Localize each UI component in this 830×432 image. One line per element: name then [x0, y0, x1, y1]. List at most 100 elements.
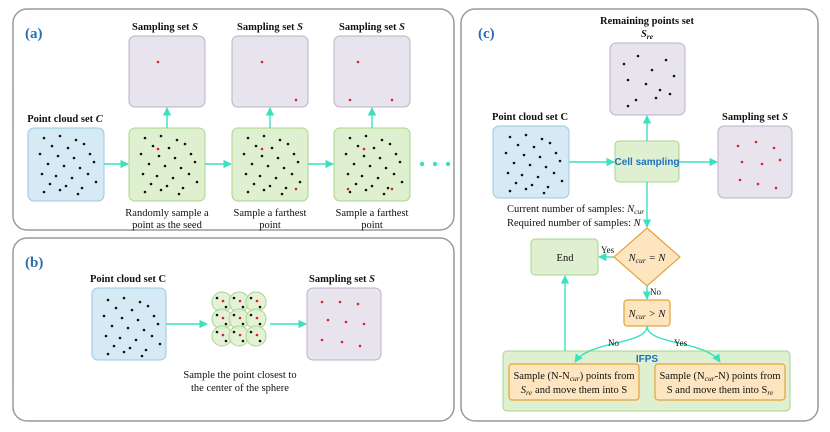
cloud-point [62, 164, 66, 168]
cloud-point [118, 336, 122, 340]
cloud-point [284, 186, 288, 190]
panel-b-caption-2: the center of the sphere [191, 383, 289, 394]
cloud-point [70, 176, 74, 180]
cloud-point [157, 154, 161, 158]
cloud-point [173, 156, 177, 160]
cloud-point [156, 322, 160, 326]
cloud-point [392, 172, 396, 176]
cloud-point [195, 180, 199, 184]
cloud-point [554, 151, 558, 155]
cloud-point [143, 190, 147, 194]
cloud-point [241, 339, 245, 343]
panel-c-required-count: Required number of samples: N [507, 218, 642, 229]
panel-c-sampling-box [717, 125, 793, 199]
cloud-point [538, 155, 542, 159]
sampled-point [738, 178, 742, 182]
sampled-point [320, 338, 324, 342]
cloud-point [290, 172, 294, 176]
cloud-point [122, 350, 126, 354]
cloud-point [155, 174, 159, 178]
cloud-point [42, 190, 46, 194]
cloud-point [258, 322, 262, 326]
panel-c-decision-equal [613, 227, 681, 287]
panel-b-sampling-box [306, 287, 382, 361]
cloud-point [114, 306, 118, 310]
cloud-point [215, 313, 219, 317]
cloud-point [276, 156, 280, 160]
cloud-point [268, 184, 272, 188]
sampled-point [260, 60, 264, 64]
cloud-point [143, 136, 147, 140]
panel-b-id: (b) [25, 255, 43, 271]
cloud-point [360, 174, 364, 178]
panel-c-remaining-label: Remaining points set [600, 16, 694, 27]
sampled-point [774, 186, 778, 190]
panel-c-input-label: Point cloud set C [492, 112, 568, 123]
sampled-point [156, 147, 160, 151]
cloud-point [386, 186, 390, 190]
sampled-point [356, 302, 360, 306]
panel-c-ifps-label: IFPS [636, 354, 659, 365]
cloud-point [147, 162, 151, 166]
cloud-point [134, 338, 138, 342]
panel-a-step3-caption-2: point [361, 220, 383, 231]
cloud-point [258, 305, 262, 309]
sampled-point [760, 162, 764, 166]
sampled-point [736, 144, 740, 148]
cloud-point [292, 152, 296, 156]
sampled-point [756, 182, 760, 186]
cloud-point [38, 152, 42, 156]
cloud-point [262, 134, 266, 138]
sampled-point [358, 344, 362, 348]
cloud-point [260, 154, 264, 158]
cloud-point [388, 142, 392, 146]
cloud-point [356, 144, 360, 148]
cloud-point [378, 156, 382, 160]
panel-a-sampling-box-3 [333, 35, 411, 108]
cloud-point [74, 138, 78, 142]
cloud-point [364, 188, 368, 192]
panel-c-yes-label-1: Yes [601, 245, 615, 255]
cloud-point [50, 144, 54, 148]
cloud-point [548, 141, 552, 145]
cloud-point [394, 152, 398, 156]
cloud-point [110, 324, 114, 328]
panel-b-sampling-label: Sampling set S [309, 274, 375, 285]
remaining-point [668, 92, 672, 96]
panel-c-ifps-right-box [654, 363, 786, 401]
cloud-point [514, 181, 518, 185]
remaining-point [626, 104, 630, 108]
cloud-point [249, 296, 253, 300]
cloud-point [183, 142, 187, 146]
panel-b-caption: Sample the point closest to [183, 370, 296, 381]
cloud-point [250, 162, 254, 166]
cloud-point [520, 173, 524, 177]
cloud-point [506, 171, 510, 175]
sampled-point [362, 322, 366, 326]
cloud-point [544, 165, 548, 169]
cloud-point [122, 296, 126, 300]
cloud-point [175, 138, 179, 142]
cloud-point [530, 183, 534, 187]
cloud-point [128, 346, 132, 350]
panel-b-frame [12, 237, 455, 422]
cloud-point [106, 352, 110, 356]
cloud-point [66, 146, 70, 150]
cloud-point [286, 142, 290, 146]
sampled-point [344, 320, 348, 324]
sampled-point [338, 300, 342, 304]
sampled-point [740, 160, 744, 164]
cloud-point [348, 136, 352, 140]
sampled-point [238, 299, 242, 303]
panel-a-input-label: Point cloud set C [27, 114, 104, 125]
cloud-point [382, 192, 386, 196]
panel-c-current-count: Current number of samples: Ncur [507, 204, 644, 216]
cloud-point [140, 354, 144, 358]
panel-c-yes-label-2: Yes [674, 338, 688, 348]
cloud-point [64, 184, 68, 188]
panel-a-frame [12, 8, 455, 231]
panel-c-remaining-box [609, 42, 686, 116]
cloud-point [86, 172, 90, 176]
